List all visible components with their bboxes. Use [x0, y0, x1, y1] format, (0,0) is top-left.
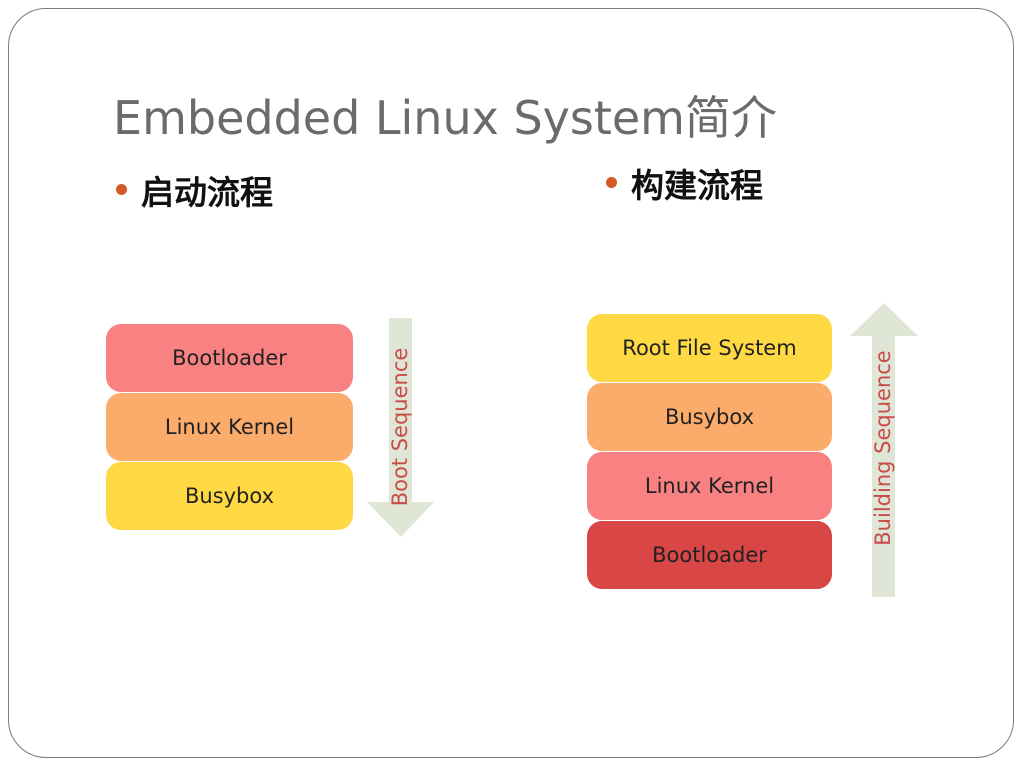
build-layer-root-file-system: Root File System — [587, 314, 832, 382]
build-layer-bootloader: Bootloader — [587, 521, 832, 589]
boot-layer-bootloader-label: Bootloader — [172, 346, 287, 370]
boot-layer-busybox-label: Busybox — [184, 484, 275, 508]
build-layer-busybox: Busybox — [587, 383, 832, 451]
bullet-boot-flow: 启动流程 — [116, 166, 273, 214]
bullet-build-flow: 构建流程 — [606, 159, 763, 207]
bullet-dot-icon — [116, 184, 127, 195]
bullet-build-flow-label: 构建流程 — [631, 166, 763, 205]
bullet-dot-icon — [606, 177, 617, 188]
build-layer-bootloader-label: Bootloader — [652, 543, 767, 567]
boot-sequence-label: Boot Sequence — [388, 347, 412, 507]
build-layer-busybox-label: Busybox — [664, 405, 755, 429]
build-layer-linux-kernel: Linux Kernel — [587, 452, 832, 520]
building-sequence-label: Building Sequence — [871, 350, 895, 546]
boot-layer-busybox: Busybox — [106, 462, 353, 530]
boot-layer-bootloader: Bootloader — [106, 324, 353, 392]
boot-layer-linux-kernel-label: Linux Kernel — [164, 415, 295, 439]
slide-title: Embedded Linux System简介 — [113, 91, 777, 145]
build-layer-linux-kernel-label: Linux Kernel — [644, 474, 775, 498]
bullet-boot-flow-label: 启动流程 — [141, 173, 273, 212]
boot-layer-linux-kernel: Linux Kernel — [106, 393, 353, 461]
build-layer-root-file-system-label: Root File System — [622, 336, 797, 360]
